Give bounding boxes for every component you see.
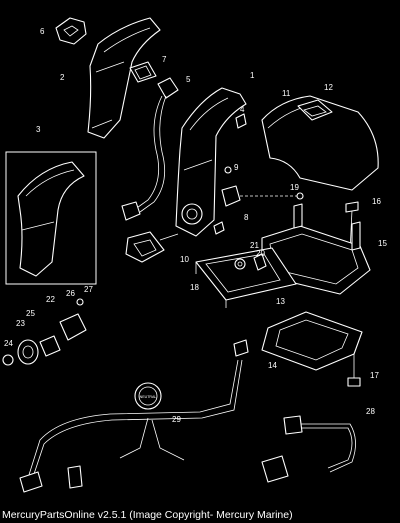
part-3-inset: [5, 151, 97, 285]
callout-23: 23: [16, 319, 25, 328]
callout-11: 11: [282, 89, 291, 98]
callout-27: 27: [84, 285, 93, 294]
callout-15a: 15: [378, 239, 387, 248]
callout-18: 18: [190, 283, 199, 292]
part-7-gasket: [129, 61, 157, 83]
part-8-clamp: [221, 166, 300, 207]
part-17-bolt: [347, 354, 361, 387]
part-21-washer: [234, 253, 267, 271]
callout-9: 9: [234, 163, 239, 172]
callout-3: 3: [36, 125, 41, 134]
part-14-gasket-frame: [261, 311, 363, 371]
callout-2: 2: [60, 73, 65, 82]
callout-26: 26: [66, 289, 75, 298]
callout-17: 17: [370, 371, 379, 380]
callout-13: 13: [276, 297, 285, 306]
part-2-front-cover: [87, 17, 161, 139]
callout-25: 25: [26, 309, 35, 318]
part-6-cap: [55, 17, 87, 45]
part-4-screws: [213, 113, 247, 235]
callout-24: 24: [4, 339, 13, 348]
part-29-harness: [19, 339, 249, 493]
callout-20: 20: [256, 249, 265, 258]
callout-12: 12: [324, 83, 333, 92]
callout-21: 21: [250, 241, 259, 250]
copyright-footer: MercuryPartsOnline v2.5.1 (Image Copyrig…: [2, 509, 293, 521]
callout-10: 10: [180, 255, 189, 264]
part-11-cover: [261, 95, 379, 191]
part-13-bracket: [195, 247, 297, 308]
callout-16: 16: [372, 197, 381, 206]
callout-1: 1: [250, 71, 255, 80]
callout-29: 29: [172, 415, 181, 424]
part-5-switch-harness: [121, 77, 179, 221]
callout-7: 7: [162, 55, 167, 64]
callout-8: 8: [244, 213, 249, 222]
part-16-screw: [296, 192, 359, 253]
callout-22: 22: [46, 295, 55, 304]
callout-4a: 4: [240, 105, 245, 114]
callout-labels: 1 2 3 4 5 6 7 8 9 10 11 12 13 14 15 16 1…: [4, 27, 387, 424]
badge-neutral: NEUTRAL: [140, 395, 157, 399]
part-22-knob-assembly: [2, 298, 87, 366]
part-28-harness: [261, 415, 356, 483]
callout-14: 14: [268, 361, 277, 370]
callout-5: 5: [186, 75, 191, 84]
exploded-parts-diagram: 1 2 3 4 5 6 7 8 9 10 11 12 13 14 15 16 1…: [2, 17, 387, 493]
callout-28: 28: [366, 407, 375, 416]
part-1-control-housing: [175, 87, 247, 237]
part-10-plate: [125, 231, 179, 263]
callout-19: 19: [290, 183, 299, 192]
callout-6: 6: [40, 27, 45, 36]
